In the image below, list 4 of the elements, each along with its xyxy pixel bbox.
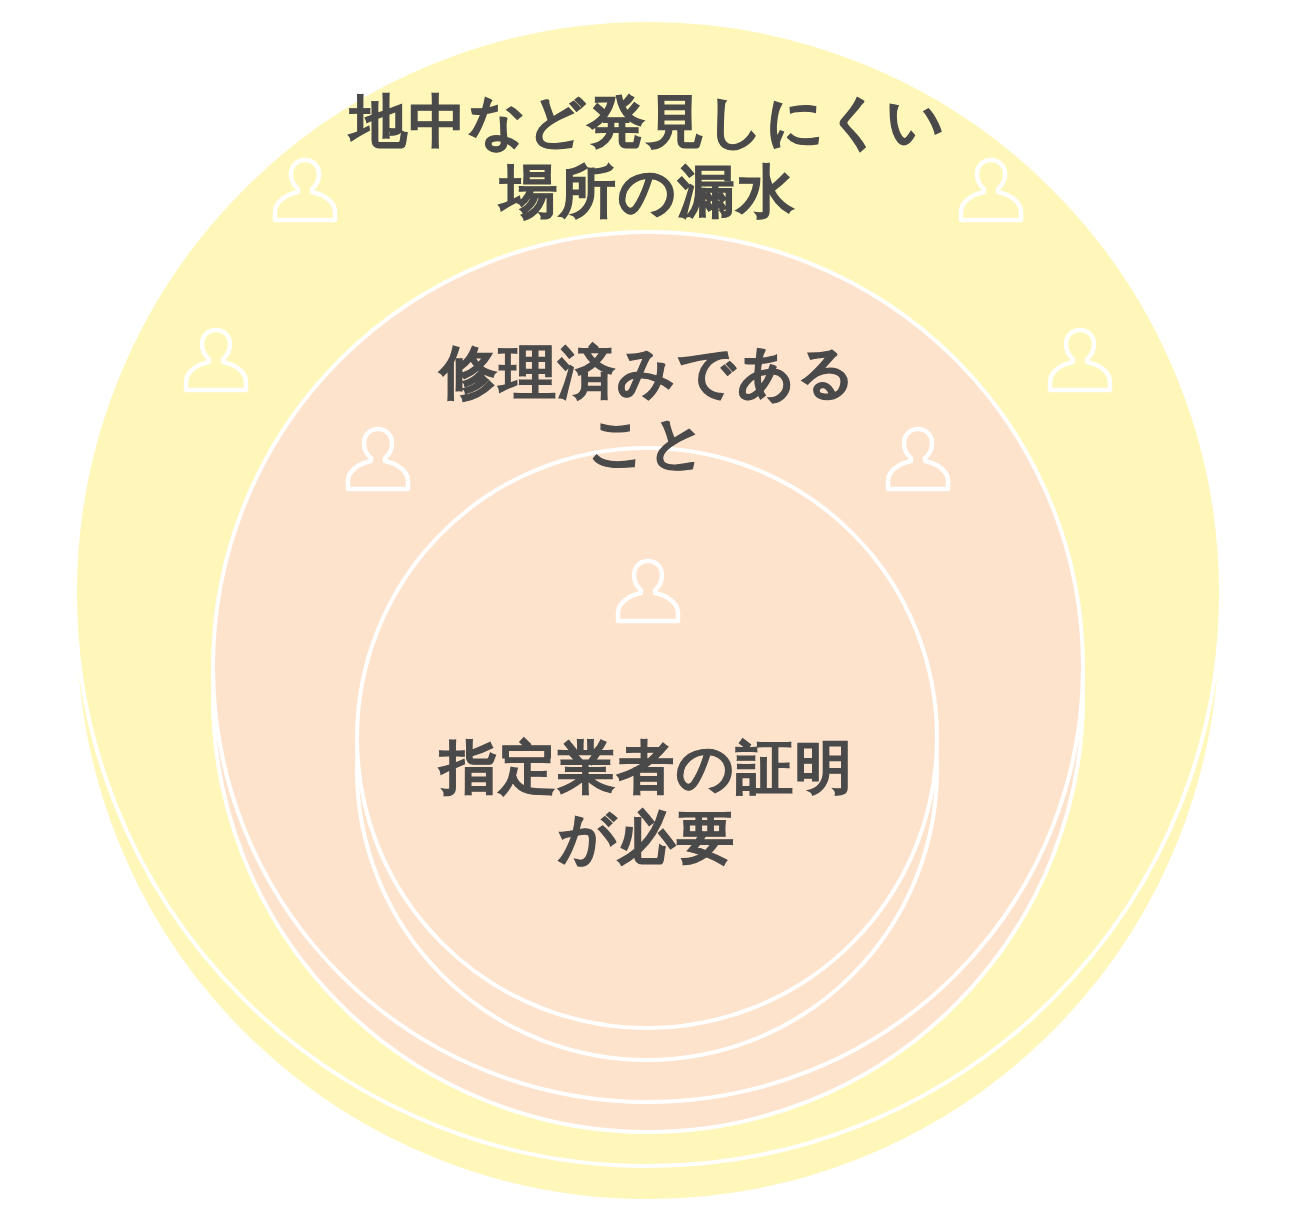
circle-label: 指定業者の証明が必要 — [437, 733, 855, 872]
circle-label: 地中など発見しにくい場所の漏水 — [347, 87, 947, 226]
circle-label: 修理済みであること — [437, 338, 858, 477]
circle-layer — [210, 229, 1086, 1135]
